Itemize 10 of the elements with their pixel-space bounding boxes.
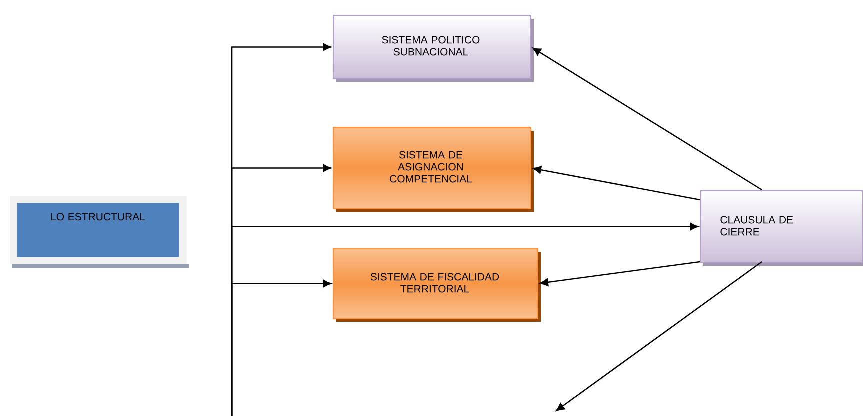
system-box: SISTEMA POLITICO SUBNACIONAL <box>333 15 534 82</box>
block-box: LO ESTRUCTURAL <box>10 196 189 268</box>
arrow <box>231 280 332 416</box>
arrow <box>532 48 762 191</box>
system-box: CLAUSULA DE CIERRE <box>700 190 863 266</box>
system-box: SISTEMA DE ASIGNACION COMPETENCIAL <box>333 127 534 212</box>
arrow <box>540 261 700 286</box>
system-box: SISTEMA DE FISCALIDAD TERRITORIAL <box>333 248 541 322</box>
arrow <box>533 166 700 201</box>
arrow <box>556 261 762 412</box>
